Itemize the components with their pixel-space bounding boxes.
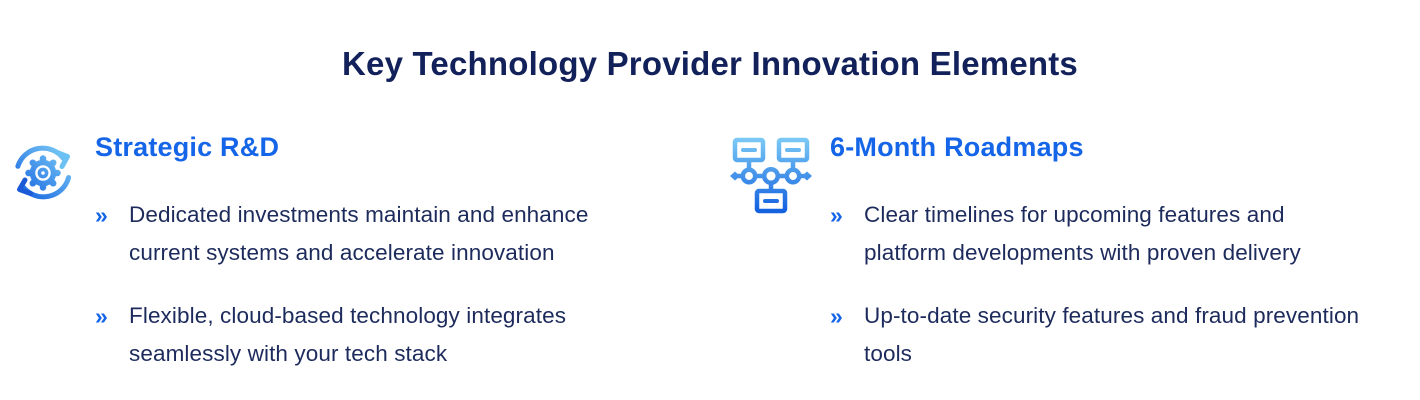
chevron-bullet-icon: » [830,202,843,228]
roadmaps-bullets: » Clear timelines for upcoming features … [830,196,1420,373]
bullet-item: » Up-to-date security features and fraud… [830,297,1420,373]
chevron-bullet-icon: » [95,202,108,228]
roadmaps-header: 6-Month Roadmaps [728,125,1420,214]
strategic-rd-heading: Strategic R&D [95,132,280,162]
roadmap-sitemap-icon [728,128,814,214]
column-roadmaps: 6-Month Roadmaps » Clear timelines for u… [710,125,1420,373]
strategic-rd-header: Strategic R&D [8,125,710,200]
page-title: Key Technology Provider Innovation Eleme… [342,45,1078,82]
bullet-text: Dedicated investments maintain and enhan… [129,202,589,265]
bullet-text: Up-to-date security features and fraud p… [864,303,1360,366]
column-strategic-rd: Strategic R&D » Dedicated investments ma… [0,125,710,373]
gear-cycle-icon [8,137,78,207]
chevron-bullet-icon: » [95,303,108,329]
bullet-item: » Flexible, cloud-based technology integ… [95,297,710,373]
strategic-rd-bullets: » Dedicated investments maintain and enh… [95,196,710,373]
bullet-text: Flexible, cloud-based technology integra… [129,303,567,366]
bullet-item: » Clear timelines for upcoming features … [830,196,1420,272]
chevron-bullet-icon: » [830,303,843,329]
bullet-item: » Dedicated investments maintain and enh… [95,196,710,272]
columns-container: Strategic R&D » Dedicated investments ma… [0,125,1420,373]
bullet-text: Clear timelines for upcoming features an… [864,202,1301,265]
roadmaps-heading: 6-Month Roadmaps [830,132,1084,162]
